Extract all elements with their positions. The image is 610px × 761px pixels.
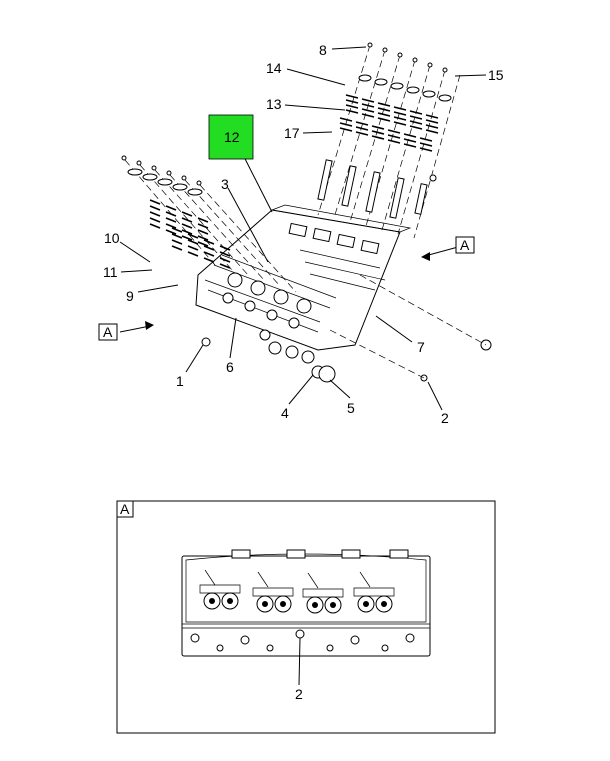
view-arrows — [119, 246, 459, 333]
view-marker-left-label: A — [103, 324, 113, 340]
callout-1: 1 — [176, 373, 184, 389]
right-valve-train-stack — [317, 42, 461, 239]
highlight-box-12 — [208, 114, 254, 160]
callout-9: 9 — [126, 288, 134, 304]
callout-7: 7 — [417, 339, 425, 355]
callout-6: 6 — [226, 359, 234, 375]
left-valve-train-stack — [121, 155, 297, 293]
loose-fasteners — [201, 174, 492, 383]
callout-14: 14 — [266, 60, 282, 76]
plug-5 — [318, 365, 336, 383]
detail-view-a: A — [116, 500, 496, 734]
callout-10: 10 — [104, 230, 120, 246]
detail-title: A — [120, 501, 130, 517]
view-marker-right: A — [455, 236, 475, 254]
callout-3: 3 — [221, 176, 229, 192]
callout-2: 2 — [441, 410, 449, 426]
callout-11: 11 — [103, 264, 118, 280]
bolt-1 — [201, 337, 211, 347]
detail-cylinder-head — [181, 549, 431, 657]
callout-8: 8 — [319, 42, 327, 58]
callout-5: 5 — [347, 400, 355, 416]
leader-lines — [119, 46, 487, 411]
callout-15: 15 — [488, 67, 504, 83]
head-ports — [259, 222, 380, 364]
view-marker-left: A — [98, 323, 118, 341]
detail-callout-2: 2 — [295, 686, 303, 702]
callout-4: 4 — [281, 405, 289, 421]
callout-labels: 1 2 3 4 5 6 7 8 9 10 11 12 13 14 15 17 — [103, 42, 504, 426]
detail-plug-2 — [295, 629, 305, 639]
callout-17: 17 — [284, 125, 300, 141]
detail-leader-2 — [298, 637, 301, 686]
head-internals — [204, 249, 386, 333]
callout-13: 13 — [266, 96, 282, 112]
view-marker-right-label: A — [460, 237, 470, 253]
cylinder-head-exploded-view: 1 2 3 4 5 6 7 8 9 10 11 12 13 14 15 17 A… — [98, 42, 504, 426]
callout-12: 12 — [224, 129, 240, 145]
